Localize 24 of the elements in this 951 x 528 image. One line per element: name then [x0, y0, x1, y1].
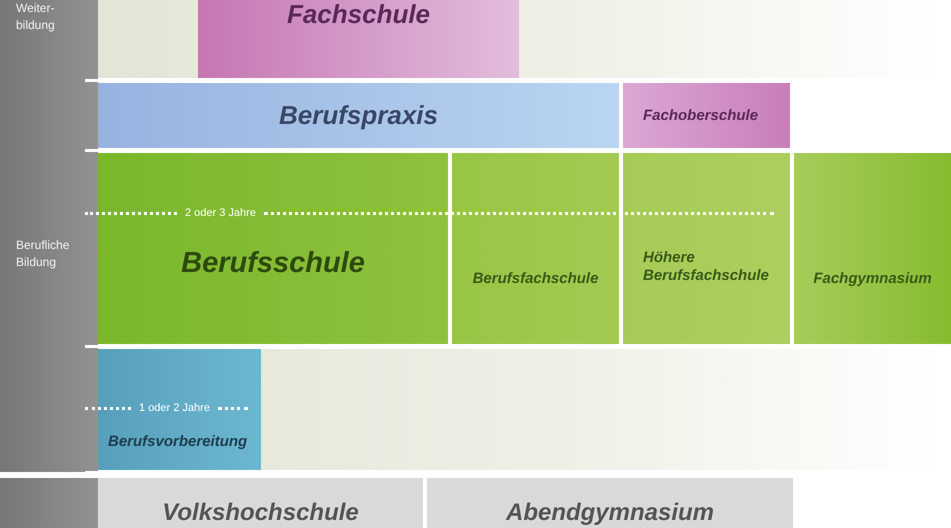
school-name: Volkshochschule — [162, 499, 359, 527]
school-name: Höhere Berufsfachschule — [643, 249, 770, 284]
school-name: Fachgymnasium — [813, 270, 932, 288]
school-name: Berufsvorbereitung — [108, 432, 248, 450]
school-box — [623, 83, 790, 148]
school-name: Abendgymnasium — [506, 499, 714, 527]
school-name: Berufsschule — [181, 246, 365, 280]
school-box — [623, 153, 790, 344]
school-box — [427, 478, 793, 528]
school-box — [198, 0, 519, 78]
school-name: Fachoberschule — [643, 106, 758, 124]
school-name: Berufsfachschule — [472, 270, 598, 288]
school-box — [452, 153, 619, 344]
school-name: Fachschule — [286, 0, 430, 30]
level-label: Berufliche Bildung — [16, 237, 70, 271]
school-box — [98, 83, 619, 148]
school-box — [794, 153, 951, 344]
duration-label: 2 oder 3 Jahre — [184, 207, 257, 219]
school-box — [98, 153, 448, 344]
school-name: Berufspraxis — [279, 100, 438, 130]
level-label: Weiter- bildung — [16, 0, 56, 34]
duration-label: 1 oder 2 Jahre — [138, 402, 211, 414]
school-box — [98, 349, 261, 470]
school-box — [98, 478, 423, 528]
